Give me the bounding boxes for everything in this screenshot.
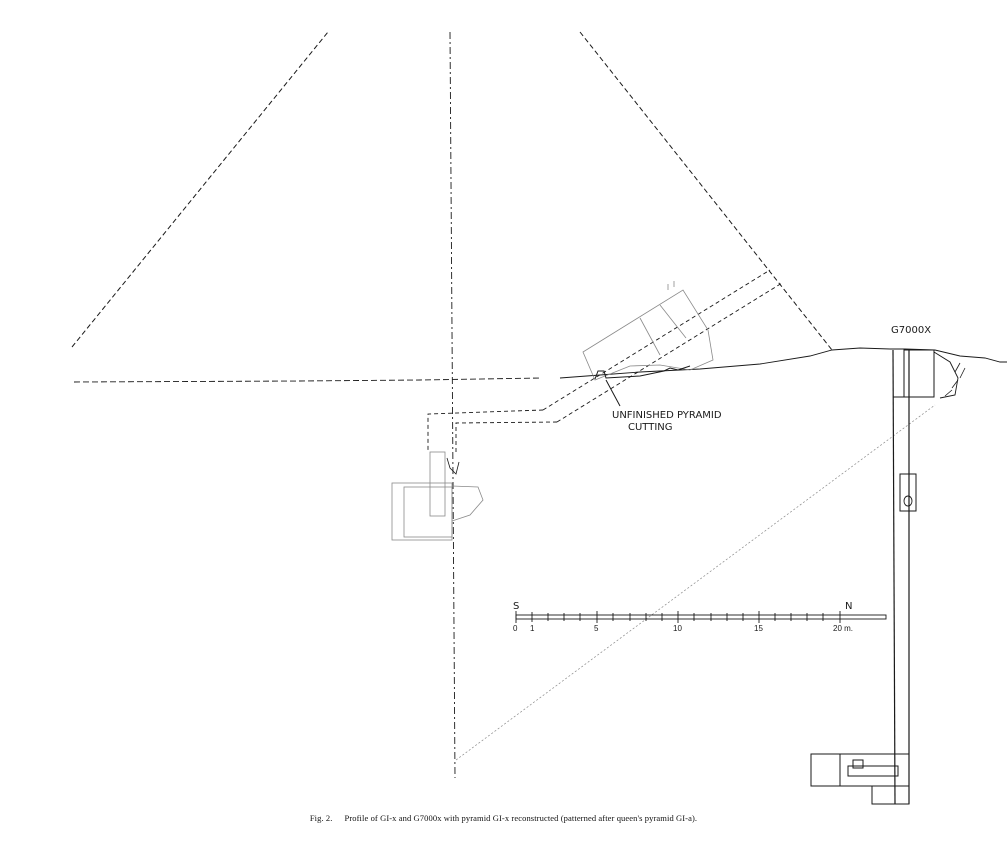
scale-bar xyxy=(515,611,887,623)
passage-upper-edge xyxy=(542,269,771,411)
pyramid-axis xyxy=(449,31,456,779)
ground-surface xyxy=(559,347,1007,379)
chamber-hook xyxy=(446,457,460,475)
scale-label-15: 15 xyxy=(754,624,763,633)
casing-outline xyxy=(582,289,714,381)
hatch-1 xyxy=(954,362,961,373)
scale-bar-body xyxy=(515,614,887,620)
burial-chamber xyxy=(391,451,484,541)
shaft-left-wall xyxy=(892,349,896,805)
surface-hatching xyxy=(944,362,966,397)
g7000x-shaft xyxy=(892,349,959,805)
scale-label-0: 0 xyxy=(513,624,518,633)
figure-caption: Fig. 2. Profile of GI-x and G7000x with p… xyxy=(0,813,1007,823)
scale-label-20: 20 m. xyxy=(833,624,853,633)
sight-line xyxy=(455,404,936,761)
figure-number: Fig. 2. xyxy=(309,813,333,823)
chamber-sarcophagus xyxy=(847,765,899,777)
hatch-3 xyxy=(951,379,959,389)
chamber-box xyxy=(852,759,864,769)
cutting-leader xyxy=(605,379,621,407)
chamber-main xyxy=(810,753,910,787)
cutting-profile xyxy=(594,365,691,380)
descending-passage xyxy=(427,269,783,452)
scale-label-5: 5 xyxy=(594,624,599,633)
tomb-label: G7000X xyxy=(891,325,931,336)
caption-text: Profile of GI-x and G7000x with pyramid … xyxy=(344,813,698,823)
chamber-inner xyxy=(403,486,453,538)
pyramid-cutting xyxy=(594,365,691,407)
passage-lower-edge xyxy=(556,282,783,423)
casing-blocks xyxy=(582,281,714,381)
chamber-outer xyxy=(391,482,453,541)
scale-north-label: N xyxy=(845,601,852,612)
chamber-shaft xyxy=(429,451,446,517)
shaft-rubble xyxy=(933,351,959,399)
pyramid-south-face xyxy=(71,31,329,348)
cutting-label-line2: CUTTING xyxy=(628,422,673,433)
ground-line xyxy=(73,347,1007,383)
scale-label-1: 1 xyxy=(530,624,535,633)
ground-dashed xyxy=(73,377,541,383)
passage-upper-horizontal xyxy=(427,409,544,450)
hatch-4 xyxy=(944,389,953,397)
cutting-label-line1: UNFINISHED PYRAMID xyxy=(612,410,722,421)
casing-joint-1 xyxy=(639,317,661,356)
scale-label-10: 10 xyxy=(673,624,682,633)
shaft-burial-pot xyxy=(903,495,913,507)
chamber-lower xyxy=(871,785,910,805)
hatch-2 xyxy=(959,367,966,379)
passage-lower-horizontal xyxy=(455,421,558,452)
reconstructed-pyramid xyxy=(71,31,833,351)
chamber-niche xyxy=(451,485,484,522)
casing-joint-2 xyxy=(659,304,687,339)
pyramid-north-face xyxy=(579,31,833,351)
g7000x-chamber xyxy=(810,753,910,805)
shaft-burial xyxy=(899,473,917,512)
scale-south-label: S xyxy=(513,601,519,612)
